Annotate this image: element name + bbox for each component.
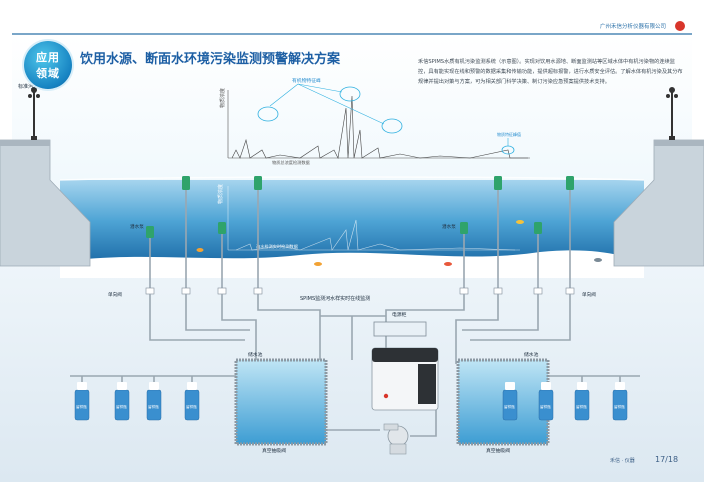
- check-valve-label-left: 单向阀: [108, 291, 122, 298]
- spectrum-chart-top: [227, 83, 530, 159]
- sampling-pipes: [149, 186, 571, 290]
- spectrum-bottom-label: 物质总浓度检测数据: [272, 159, 310, 166]
- badge-line-2: 领域: [36, 67, 60, 80]
- page-number: 17/18: [655, 455, 679, 464]
- water-chart-bottom-label: 海水检测实时检测数据: [256, 243, 298, 250]
- peak-callout-label: 有机物特征峰: [292, 77, 321, 84]
- company-logo: [675, 21, 685, 31]
- bottle-label: 留样瓶: [76, 404, 87, 409]
- pump-head-icon: [254, 176, 262, 190]
- pump-head-icon: [534, 222, 542, 234]
- water-chart-y-label: 物质浓度: [217, 184, 224, 204]
- fish-icon: [516, 220, 524, 224]
- ground-background: [0, 262, 704, 482]
- bottle-label: 留样瓶: [614, 404, 625, 409]
- fish-icon: [444, 262, 452, 266]
- peak-small-label: 物质特征峰值: [497, 131, 521, 137]
- controller-box: [373, 321, 427, 337]
- spectrum-y-label: 物质浓度: [219, 88, 226, 108]
- pump-head-icon: [494, 176, 502, 190]
- pump-icon: [383, 423, 409, 455]
- bottle-label: 留样瓶: [148, 404, 159, 409]
- pump-heads: [146, 176, 574, 238]
- spectrum-chart-water: [227, 186, 520, 251]
- tank-label-right: 储水池: [524, 351, 539, 358]
- bottle-label: 留样瓶: [186, 404, 197, 409]
- tank-left: [234, 358, 328, 446]
- pump-head-icon: [218, 222, 226, 234]
- intro-paragraph: 禾信SPIMS水质有机污染监测系统（示意图）。实现对饮用水源地、断面监测站等区域…: [418, 59, 683, 85]
- spims-analyzer: [371, 347, 439, 411]
- pump-head-icon: [182, 176, 190, 190]
- page-title: 饮用水源、断面水环境污染监测预警解决方案: [80, 52, 341, 67]
- bottle-label: 留样瓶: [576, 404, 587, 409]
- fish-icon: [594, 258, 602, 262]
- vacuum-label-left: 真空抽吸阀: [262, 447, 286, 454]
- check-valve-label-right: 单向阀: [582, 291, 596, 298]
- vacuum-label-right: 真空抽吸阀: [486, 447, 510, 454]
- tank-label-left: 储水池: [248, 351, 263, 358]
- sample-bottles: [74, 382, 628, 421]
- lamp-post-right: [666, 87, 678, 140]
- pump-label-right: 潜水泵: [442, 223, 456, 230]
- footer-brand: 禾信 · 仪器: [610, 457, 635, 464]
- company-name: 广州禾信分析仪器有限公司: [600, 24, 667, 30]
- section-badge: 应用 领域: [24, 41, 72, 89]
- fish-icon: [314, 262, 322, 266]
- pump-head-icon: [566, 176, 574, 190]
- bottle-label: 留样瓶: [116, 404, 127, 409]
- badge-line-1: 应用: [36, 51, 60, 64]
- site-label: 标准河道剖面图: [18, 83, 53, 90]
- fish-icon: [196, 248, 204, 252]
- pump-label-left: 潜水泵: [130, 223, 144, 230]
- pump-head-icon: [460, 222, 468, 234]
- pipe-title: SPIMS监测河水样实时在线监测: [300, 295, 370, 302]
- controller-label: 电源柜: [392, 311, 407, 318]
- bottle-label: 留样瓶: [540, 404, 551, 409]
- lamp-post-left: [28, 87, 40, 140]
- pump-head-icon: [146, 226, 154, 238]
- bottle-label: 留样瓶: [504, 404, 515, 409]
